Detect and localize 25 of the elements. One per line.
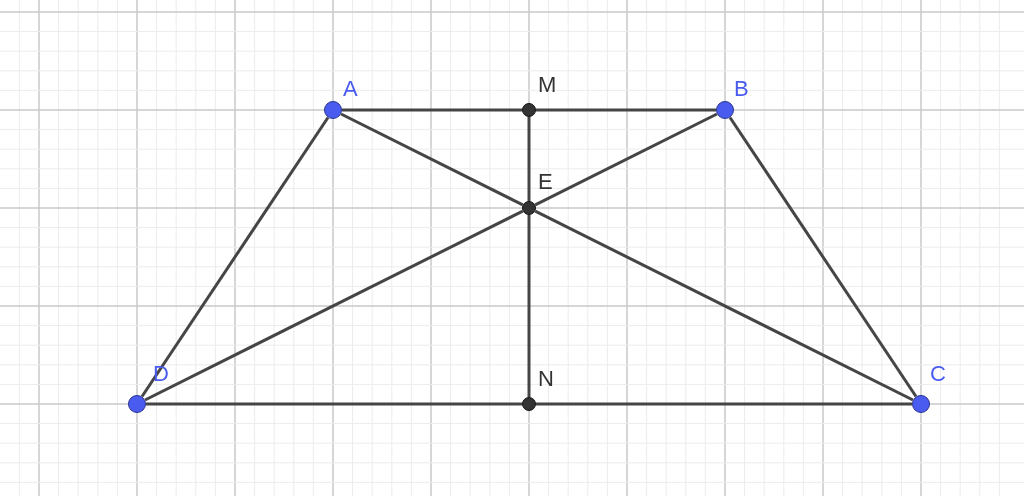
point xyxy=(912,395,930,413)
point-label: N xyxy=(538,368,554,390)
point-label: M xyxy=(538,74,557,96)
point-label: C xyxy=(930,363,946,385)
line-segment xyxy=(527,117,531,201)
point xyxy=(324,101,342,119)
line-segment xyxy=(146,402,522,406)
line-segment xyxy=(342,108,522,112)
line-segment xyxy=(536,108,716,112)
line-segment xyxy=(728,116,918,398)
point xyxy=(522,201,536,215)
line-segment xyxy=(536,402,912,406)
line-segment xyxy=(340,112,524,207)
line-segment xyxy=(534,209,914,402)
point xyxy=(716,101,734,119)
point-label: A xyxy=(343,78,358,100)
line-segment xyxy=(534,112,718,207)
line-segment xyxy=(144,209,524,402)
point-label: B xyxy=(734,78,749,100)
point xyxy=(522,103,536,117)
line-segment xyxy=(140,116,330,398)
point xyxy=(522,397,536,411)
line-segment xyxy=(527,215,531,397)
point-label: E xyxy=(538,171,553,193)
point xyxy=(128,395,146,413)
